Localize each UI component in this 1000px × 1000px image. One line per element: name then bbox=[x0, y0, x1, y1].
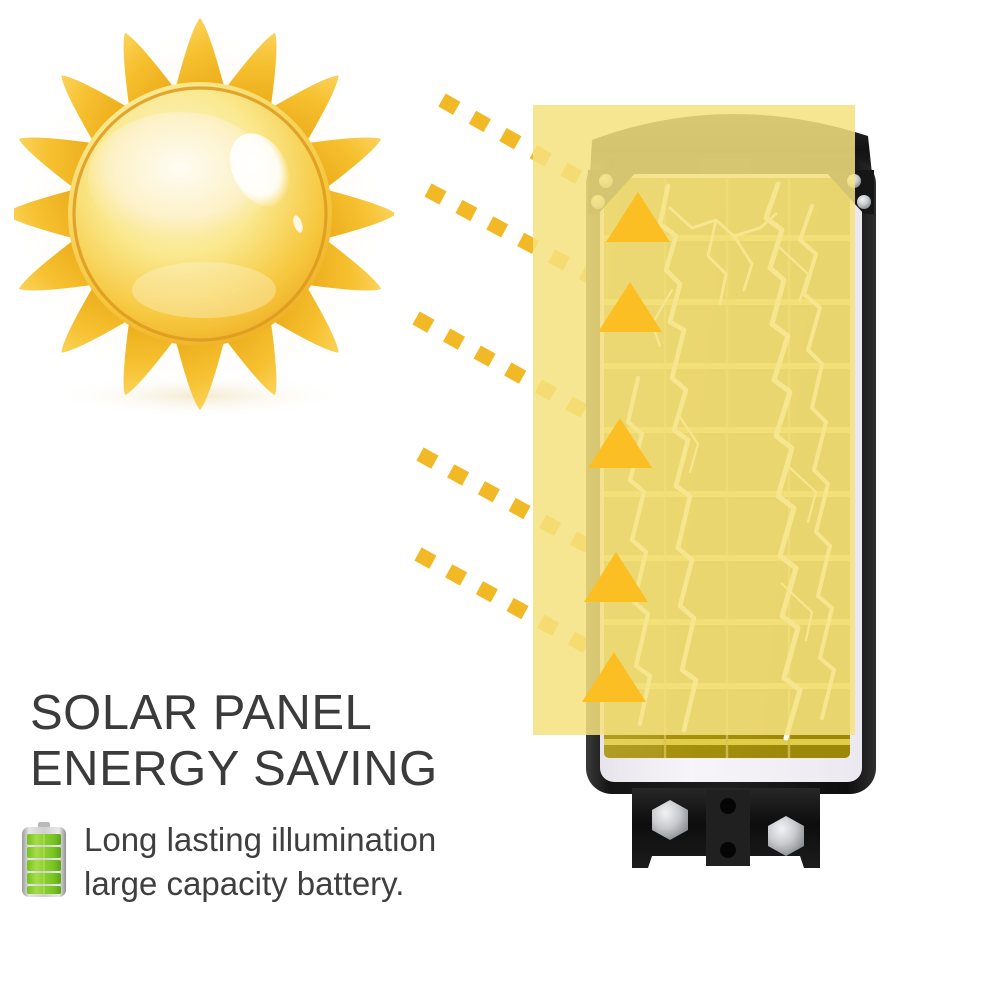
ray-arrowhead-2 bbox=[598, 282, 662, 332]
sun-icon bbox=[14, 18, 394, 418]
screw-top-right-b bbox=[857, 195, 871, 209]
ray-arrowhead-1 bbox=[606, 192, 670, 242]
mount-hole-top bbox=[720, 798, 736, 814]
ray-arrowhead-5 bbox=[582, 652, 646, 702]
feature-callout: Long lasting illumination large capacity… bbox=[20, 818, 620, 906]
mount-bolt-left bbox=[652, 800, 688, 840]
sun-specular-highlight bbox=[229, 133, 291, 207]
headline-line-1: SOLAR PANEL bbox=[30, 686, 373, 740]
battery-nub bbox=[38, 822, 50, 828]
sun-rim bbox=[72, 86, 328, 342]
sun-lower-sheen bbox=[132, 262, 276, 318]
sun-highlight bbox=[88, 112, 272, 244]
mount-hole-bottom bbox=[720, 842, 736, 858]
feature-text-line-2: large capacity battery. bbox=[84, 865, 405, 902]
feature-text: Long lasting illumination large capacity… bbox=[84, 818, 436, 906]
ray-arrowhead-3 bbox=[588, 418, 652, 468]
sun-glint bbox=[293, 215, 303, 233]
feature-text-line-1: Long lasting illumination bbox=[84, 821, 437, 858]
ray-arrowheads bbox=[560, 170, 720, 710]
mount-bolt-right bbox=[768, 816, 804, 856]
energy-capture-overlay bbox=[533, 105, 855, 735]
battery-level-segments bbox=[27, 834, 61, 894]
page-title: SOLAR PANEL ENERGY SAVING bbox=[30, 685, 590, 797]
mount-bolts bbox=[652, 800, 804, 856]
ray-arrowhead-4 bbox=[584, 552, 648, 602]
headline-line-2: ENERGY SAVING bbox=[30, 742, 438, 796]
battery-icon bbox=[20, 822, 68, 900]
